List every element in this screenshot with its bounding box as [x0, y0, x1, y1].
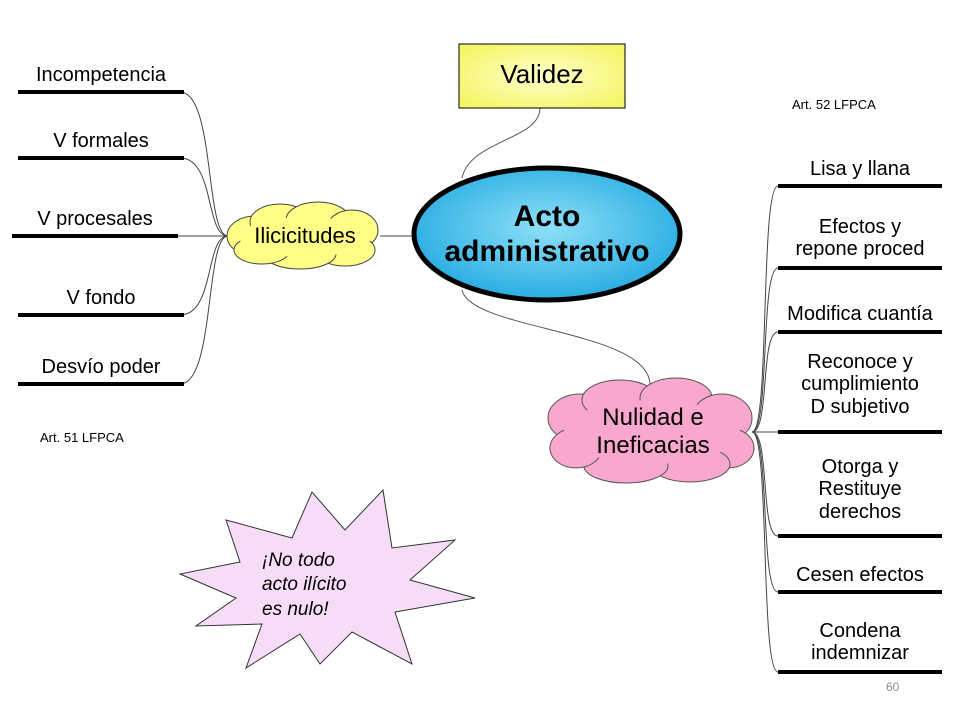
right-item-text: Otorga y	[821, 456, 899, 478]
validez-box	[458, 43, 626, 109]
left-item-v-procesales: V procesales	[37, 208, 153, 230]
nulidad-label-line2: Ineficacias	[596, 432, 710, 460]
nulidad-cloud	[547, 377, 755, 484]
right-item-text: Efectos y	[818, 216, 902, 238]
callout-line2: acto ilícito	[262, 574, 347, 596]
center-title-line1: Acto	[513, 200, 581, 233]
right-item-text: Lisa y llana	[809, 158, 911, 180]
validez-label: Validez	[500, 59, 584, 89]
right-item-text: Restituye	[818, 478, 902, 501]
right-item-text: indemnizar	[811, 642, 909, 665]
connector-nulidad	[461, 289, 651, 386]
right-item-efectos: Efectos y repone proced	[778, 216, 942, 261]
callout-starburst	[178, 488, 476, 670]
center-title: Acto administrativo	[414, 199, 680, 270]
right-item-text: Condena	[819, 620, 901, 642]
right-item-text: derechos	[818, 500, 902, 523]
right-item-modifica-cuantia: Modifica cuantía	[778, 303, 942, 325]
right-item-cesen-efectos: Cesen efectos	[778, 564, 942, 586]
right-item-otorga: Otorga y Restituye derechos	[778, 456, 942, 523]
slide-number: 60	[886, 680, 900, 694]
right-item-lisa-y-llana: Lisa y llana	[778, 158, 942, 180]
right-item-text: Cesen efectos	[796, 564, 924, 586]
callout-line1: ¡No todo	[262, 550, 335, 571]
ilicitudes-cloud	[226, 201, 379, 270]
callout-line3: es nulo!	[262, 598, 329, 620]
left-item-incompetencia: Incompetencia	[35, 64, 167, 86]
center-ellipse	[411, 165, 683, 303]
callout-text: ¡No todo acto ilícito es nulo!	[262, 549, 346, 622]
nulidad-label-line1: Nulidad e	[602, 404, 704, 431]
right-item-text: Modifica cuantía	[787, 303, 933, 325]
ilicitudes-label: Ilicicitudes	[254, 223, 356, 248]
nulidad-label: Nulidad e Ineficacias	[560, 404, 746, 461]
right-item-condena: Condena indemnizar	[778, 620, 942, 665]
right-branch-connectors	[751, 185, 779, 673]
connector-validez	[461, 107, 541, 179]
left-item-desvio-poder: Desvío poder	[41, 356, 161, 378]
right-item-reconoce: Reconoce y cumplimiento D subjetivo	[778, 351, 942, 418]
ilicitudes-note: Art. 51 LFPCA	[40, 430, 124, 445]
left-branch-connectors	[178, 91, 414, 385]
right-underlines	[778, 184, 942, 674]
left-item-v-fondo: V fondo	[66, 287, 136, 309]
center-title-line2: administrativo	[444, 235, 650, 269]
left-underlines	[12, 90, 184, 386]
left-item-v-formales: V formales	[53, 130, 149, 152]
right-item-text: Reconoce y	[807, 351, 913, 373]
right-item-text: cumplimiento	[801, 373, 919, 396]
validez-note: Art. 52 LFPCA	[792, 97, 876, 112]
right-item-text: repone proced	[795, 238, 925, 261]
right-item-text: D subjetivo	[810, 395, 910, 418]
